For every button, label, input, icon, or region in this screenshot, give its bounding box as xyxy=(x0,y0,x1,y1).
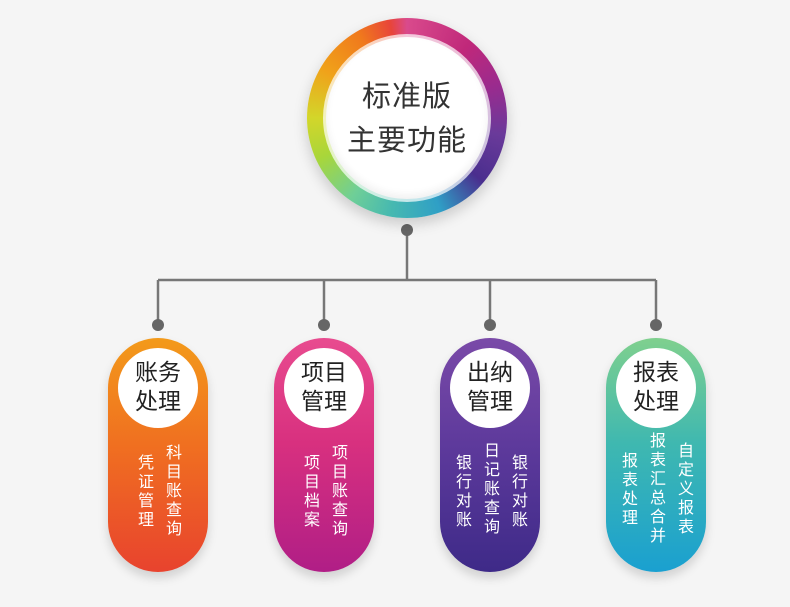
module-project: 项目 管理 项目账查询 项目档案 xyxy=(274,338,374,572)
drop-dot-4 xyxy=(650,319,662,331)
central-hub: 标准版 主要功能 xyxy=(307,18,507,218)
module-title-line1: 报表 xyxy=(633,360,679,386)
module-title-line2: 管理 xyxy=(301,389,347,415)
module-features: 银行对账 日记账查询 银行对账 xyxy=(440,438,540,568)
hub-inner-disc xyxy=(326,37,488,199)
feature-column: 报表汇总合并 xyxy=(647,432,666,546)
module-features: 自定义报表 报表汇总合并 报表处理 xyxy=(606,432,706,568)
module-title-circle: 项目 管理 xyxy=(284,348,364,428)
module-title-line2: 管理 xyxy=(467,389,513,415)
feature-column: 项目档案 xyxy=(301,454,320,530)
feature-column: 银行对账 xyxy=(453,454,472,530)
module-title-line1: 出纳 xyxy=(467,360,513,386)
hub-title-line1: 标准版 xyxy=(361,79,452,113)
feature-column: 报表处理 xyxy=(619,452,638,528)
hub-title: 标准版 主要功能 xyxy=(307,18,507,218)
feature-column: 自定义报表 xyxy=(675,442,694,537)
module-accounting: 账务 处理 科目账查询 凭证管理 xyxy=(108,338,208,572)
module-title-line2: 处理 xyxy=(633,389,679,415)
hub-stem-dot xyxy=(401,224,413,236)
feature-column: 日记账查询 xyxy=(481,442,500,537)
module-features: 科目账查询 凭证管理 xyxy=(108,438,208,568)
module-title-circle: 报表 处理 xyxy=(616,348,696,428)
module-title-line2: 处理 xyxy=(135,389,181,415)
feature-column: 银行对账 xyxy=(509,454,528,530)
drop-dot-2 xyxy=(318,319,330,331)
module-title-line1: 账务 xyxy=(135,360,181,386)
feature-column: 科目账查询 xyxy=(163,444,182,539)
module-features: 项目账查询 项目档案 xyxy=(274,438,374,568)
module-title-circle: 账务 处理 xyxy=(118,348,198,428)
module-reports: 报表 处理 自定义报表 报表汇总合并 报表处理 xyxy=(606,338,706,572)
module-cashier: 出纳 管理 银行对账 日记账查询 银行对账 xyxy=(440,338,540,572)
hub-title-line2: 主要功能 xyxy=(346,123,467,157)
module-title-line1: 项目 xyxy=(301,360,347,386)
module-title-circle: 出纳 管理 xyxy=(450,348,530,428)
feature-column: 项目账查询 xyxy=(329,444,348,539)
feature-column: 凭证管理 xyxy=(135,454,154,530)
drop-dot-3 xyxy=(484,319,496,331)
drop-dot-1 xyxy=(152,319,164,331)
